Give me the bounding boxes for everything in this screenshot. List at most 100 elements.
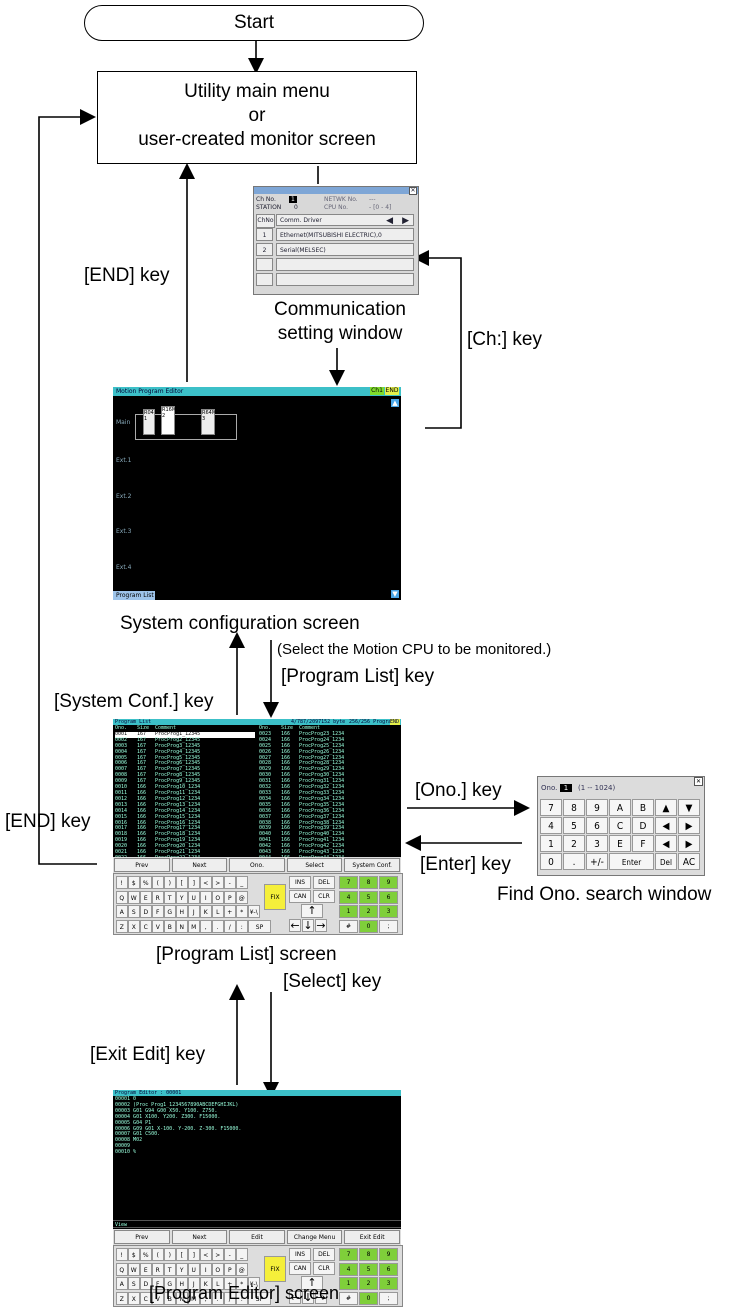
num-key[interactable]: # xyxy=(339,919,358,933)
find-key[interactable]: ◀ xyxy=(655,835,677,852)
key-button[interactable]: J xyxy=(188,905,200,918)
num-key[interactable]: 6 xyxy=(379,1262,398,1276)
key-button[interactable]: Y xyxy=(176,890,188,904)
key-button[interactable]: ¥-\ xyxy=(248,1277,260,1290)
plist-button-select[interactable]: Select xyxy=(286,858,343,872)
clr-key[interactable]: CLR xyxy=(313,1262,335,1275)
key-button[interactable]: * xyxy=(236,1277,248,1290)
key-button[interactable]: J xyxy=(188,1277,200,1290)
find-key[interactable]: Enter xyxy=(609,853,654,870)
key-button[interactable]: < xyxy=(200,1248,212,1261)
fix-key[interactable]: FIX xyxy=(264,884,286,910)
key-button[interactable]: P xyxy=(224,890,236,904)
find-key[interactable]: 4 xyxy=(540,817,562,834)
find-key[interactable]: AC xyxy=(678,853,700,870)
key-button[interactable]: U xyxy=(188,1262,200,1276)
key-button[interactable]: . xyxy=(212,1291,224,1305)
key-button[interactable]: / xyxy=(224,919,236,933)
key-button[interactable]: > xyxy=(212,1248,224,1261)
key-button[interactable]: E xyxy=(140,1262,152,1276)
key-button[interactable]: Y xyxy=(176,1262,188,1276)
sys-ch-button[interactable]: Ch1 xyxy=(370,387,384,395)
key-button[interactable]: R xyxy=(152,890,164,904)
sys-program-list-button[interactable]: Program List xyxy=(113,591,155,600)
key-button[interactable]: G xyxy=(164,905,176,918)
key-button[interactable]: % xyxy=(140,876,152,889)
find-key[interactable]: C xyxy=(609,817,631,834)
find-key[interactable]: . xyxy=(563,853,585,870)
find-key[interactable]: 2 xyxy=(563,835,585,852)
comm-ch-value[interactable]: 1 xyxy=(289,196,297,203)
sys-end-button[interactable]: END xyxy=(385,387,399,395)
key-button[interactable]: SP xyxy=(248,1291,271,1305)
num-key[interactable]: 5 xyxy=(359,1262,378,1276)
find-key[interactable]: A xyxy=(609,799,631,816)
find-ono-input[interactable]: 1 xyxy=(560,784,572,792)
key-button[interactable]: / xyxy=(224,1291,236,1305)
num-key[interactable]: 9 xyxy=(379,876,398,889)
arrow-right-icon[interactable]: → xyxy=(315,919,327,932)
plist-button-next[interactable]: Next xyxy=(171,858,228,872)
scroll-down-icon[interactable]: ▼ xyxy=(391,590,399,598)
key-button[interactable]: F xyxy=(152,1277,164,1290)
comm-row-driver[interactable]: Serial(MELSEC) xyxy=(276,243,414,256)
key-button[interactable]: _ xyxy=(236,1248,248,1261)
find-key[interactable]: 5 xyxy=(563,817,585,834)
key-button[interactable]: ) xyxy=(164,876,176,889)
comm-row-driver[interactable]: Ethernet(MITSUBISHI ELECTRIC),0 xyxy=(276,228,414,241)
key-button[interactable]: T xyxy=(164,890,176,904)
plist-end-button[interactable]: END xyxy=(390,719,400,725)
comm-row-no[interactable]: 1 xyxy=(256,228,273,241)
key-button[interactable]: + xyxy=(224,905,236,918)
key-button[interactable]: SP xyxy=(248,919,271,933)
key-button[interactable]: ( xyxy=(152,1248,164,1261)
find-key[interactable]: 6 xyxy=(586,817,608,834)
key-button[interactable]: O xyxy=(212,1262,224,1276)
editor-button-exitedit[interactable]: Exit Edit xyxy=(344,1230,400,1244)
key-button[interactable]: - xyxy=(224,1248,236,1261)
comm-row-no[interactable]: 2 xyxy=(256,243,273,256)
key-button[interactable]: T xyxy=(164,1262,176,1276)
key-button[interactable]: : xyxy=(236,1291,248,1305)
key-button[interactable]: H xyxy=(176,905,188,918)
key-button[interactable]: V xyxy=(152,919,164,933)
key-button[interactable]: Q xyxy=(116,1262,128,1276)
key-button[interactable]: % xyxy=(140,1248,152,1261)
comm-row-no[interactable] xyxy=(256,273,273,286)
key-button[interactable]: Q xyxy=(116,890,128,904)
find-key[interactable]: ▶ xyxy=(678,817,700,834)
editor-button-edit[interactable]: Edit xyxy=(229,1230,285,1244)
key-button[interactable]: M xyxy=(188,1291,200,1305)
num-key[interactable]: 5 xyxy=(359,890,378,904)
num-key[interactable]: 3 xyxy=(379,1277,398,1290)
arrow-right-icon[interactable]: → xyxy=(315,1291,327,1304)
find-key[interactable]: ▼ xyxy=(678,799,700,816)
num-key[interactable]: 9 xyxy=(379,1248,398,1261)
key-button[interactable]: ¥-\ xyxy=(248,905,260,918)
clr-key[interactable]: CLR xyxy=(313,890,335,903)
key-button[interactable]: K xyxy=(200,1277,212,1290)
plist-button-prev[interactable]: Prev xyxy=(114,858,170,872)
num-key[interactable]: 8 xyxy=(359,1248,378,1261)
key-button[interactable]: ! xyxy=(116,876,128,889)
find-key[interactable]: ▲ xyxy=(655,799,677,816)
editor-button-prev[interactable]: Prev xyxy=(114,1230,170,1244)
find-key[interactable]: Del xyxy=(655,853,677,870)
find-key[interactable]: ▶ xyxy=(678,835,700,852)
num-key[interactable]: 8 xyxy=(359,876,378,889)
